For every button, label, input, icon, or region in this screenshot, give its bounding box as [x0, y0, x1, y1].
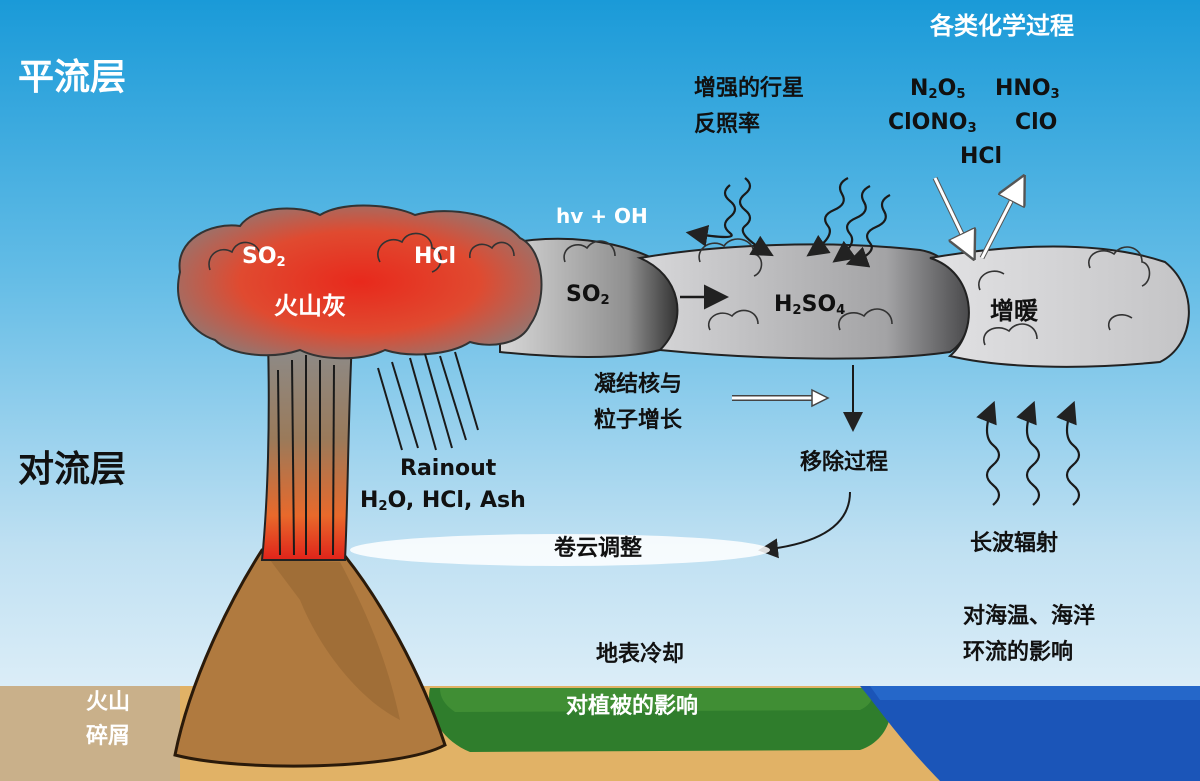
cirrus-arrow	[758, 491, 851, 559]
troposphere-label: 对流层	[18, 449, 127, 490]
volcano-cone	[173, 548, 447, 768]
chem-clo: ClO	[1015, 110, 1058, 135]
eruption-so2-label: SO2	[242, 244, 286, 270]
albedo-label-line2: 反照率	[694, 112, 761, 137]
chemistry-arrows	[932, 178, 1022, 258]
condensation-arrow	[732, 388, 830, 408]
warming-label: 增暖	[990, 297, 1038, 325]
albedo-squiggles	[685, 177, 891, 268]
ocean-impact-line2: 环流的影响	[963, 640, 1074, 665]
removal-label: 移除过程	[800, 450, 889, 475]
condensation-label-line2: 粒子增长	[594, 408, 683, 433]
plume-so2-label: SO2	[566, 282, 610, 308]
ash-cloud	[177, 204, 543, 360]
eruption-hcl-label: HCl	[414, 244, 457, 269]
plume-segment-warming	[929, 245, 1190, 368]
chem-n2o5: N2O5	[910, 76, 966, 102]
chem-clono3: ClONO3	[888, 110, 977, 136]
vegetation-impact-label: 对植被的影响	[566, 694, 699, 719]
rainout-lines	[377, 351, 479, 451]
ocean	[860, 686, 1200, 781]
volcanic-debris-line1: 火山	[86, 690, 131, 715]
cirrus-label: 卷云调整	[554, 536, 643, 561]
chemistry-title: 各类化学过程	[930, 12, 1074, 40]
chem-hno3: HNO3	[995, 76, 1060, 102]
surface-cooling-label: 地表冷却	[596, 642, 685, 667]
ground-left-gray	[0, 686, 180, 781]
cirrus-band	[350, 534, 770, 566]
albedo-label-line1: 增强的行星	[694, 76, 805, 101]
chem-hcl: HCl	[960, 144, 1003, 169]
stratosphere-label: 平流层	[18, 57, 127, 98]
volcanic-ash-label: 火山灰	[274, 292, 346, 320]
condensation-label-line1: 凝结核与	[594, 372, 683, 397]
ocean-impact-line1: 对海温、海洋	[963, 604, 1096, 629]
longwave-squiggles	[976, 400, 1081, 506]
rainout-label: Rainout	[400, 456, 497, 481]
longwave-label: 长波辐射	[970, 531, 1059, 556]
volcanic-debris-line2: 碎屑	[86, 724, 131, 749]
rainout-species-label: H2O, HCl, Ash	[360, 488, 526, 514]
plume-h2so4-label: H2SO4	[774, 292, 846, 318]
photolysis-label: hv + OH	[556, 204, 648, 228]
